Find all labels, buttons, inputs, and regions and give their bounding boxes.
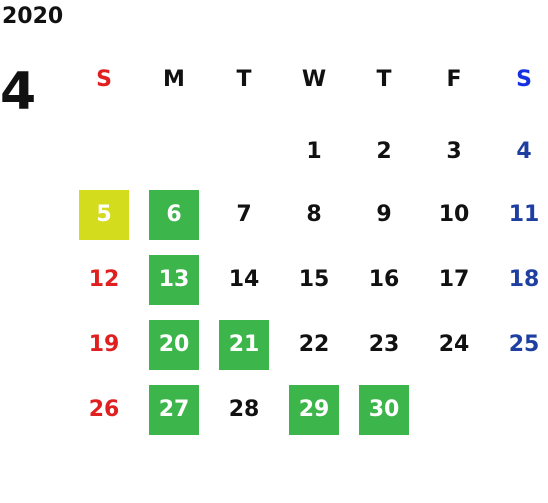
day-cell[interactable]: 24 xyxy=(438,332,470,357)
day-cell[interactable]: 23 xyxy=(368,332,400,357)
year-label: 2020 xyxy=(2,4,64,29)
day-cell[interactable]: 17 xyxy=(438,267,470,292)
weekday-header: T xyxy=(236,67,252,92)
day-cell[interactable]: 11 xyxy=(508,202,540,227)
month-number: 4 xyxy=(0,62,37,122)
day-cell[interactable]: 29 xyxy=(289,385,339,435)
day-cell[interactable]: 10 xyxy=(438,202,470,227)
weekday-header: S xyxy=(516,67,532,92)
day-cell[interactable]: 15 xyxy=(298,267,330,292)
day-cell[interactable]: 12 xyxy=(88,267,120,292)
day-cell[interactable]: 18 xyxy=(508,267,540,292)
day-cell[interactable]: 6 xyxy=(149,190,199,240)
weekday-header: T xyxy=(376,67,392,92)
day-cell[interactable]: 13 xyxy=(149,255,199,305)
day-cell[interactable]: 20 xyxy=(149,320,199,370)
day-cell[interactable]: 19 xyxy=(88,332,120,357)
day-cell[interactable]: 14 xyxy=(228,267,260,292)
day-cell[interactable]: 8 xyxy=(306,202,322,227)
day-cell[interactable]: 26 xyxy=(88,397,120,422)
day-cell[interactable]: 25 xyxy=(508,332,540,357)
day-cell[interactable]: 9 xyxy=(376,202,392,227)
day-cell[interactable]: 1 xyxy=(306,139,322,164)
weekday-header: S xyxy=(96,67,112,92)
day-cell[interactable]: 3 xyxy=(446,139,462,164)
day-cell[interactable]: 4 xyxy=(516,139,532,164)
weekday-header: M xyxy=(163,67,185,92)
day-cell[interactable]: 21 xyxy=(219,320,269,370)
day-cell[interactable]: 7 xyxy=(236,202,252,227)
day-cell[interactable]: 28 xyxy=(228,397,260,422)
weekday-header: W xyxy=(301,67,327,92)
day-cell[interactable]: 5 xyxy=(79,190,129,240)
day-cell[interactable]: 30 xyxy=(359,385,409,435)
weekday-header: F xyxy=(446,67,462,92)
day-cell[interactable]: 2 xyxy=(376,139,392,164)
day-cell[interactable]: 22 xyxy=(298,332,330,357)
day-cell[interactable]: 27 xyxy=(149,385,199,435)
day-cell[interactable]: 16 xyxy=(368,267,400,292)
